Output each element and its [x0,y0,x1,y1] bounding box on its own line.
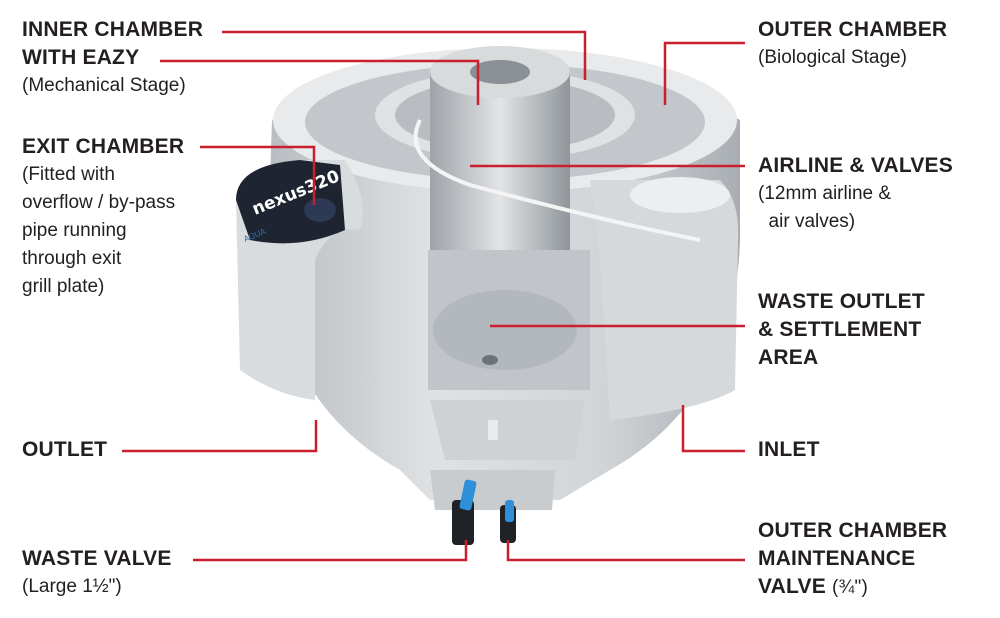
exit-chamber-sub: overflow / by-pass [22,192,176,213]
inner-chamber-title-1: INNER CHAMBER [22,18,204,41]
filter-body: nexus320 AQUA [236,46,740,545]
leader-inlet [681,405,745,453]
leader-outer-chamber [663,41,745,105]
leader-lines [122,30,745,562]
waste-valve[interactable] [452,479,477,545]
inner-chamber-sub: (Mechanical Stage) [22,75,186,96]
maintenance-valve-title-3: VALVE (¾") [758,573,947,602]
maintenance-valve-title: OUTER CHAMBER [758,519,948,542]
airline-title: AIRLINE & VALVES [758,154,953,177]
callout-waste-outlet: WASTE OUTLET & SETTLEMENT AREA [758,288,925,372]
maintenance-valve-title: MAINTENANCE [758,547,916,570]
leader-maintenance-valve [506,540,745,562]
exit-chamber-sub: pipe running [22,220,127,241]
callout-airline: AIRLINE & VALVES (12mm airline & air val… [758,152,953,236]
leader-eazy [160,59,480,105]
waste-outlet-title: AREA [758,346,819,369]
callout-outer-chamber: OUTER CHAMBER (Biological Stage) [758,16,947,72]
callout-inner-chamber: INNER CHAMBER WITH EAZY (Mechanical Stag… [22,16,203,100]
airline-sub: (12mm airline & [758,183,892,204]
inlet-title: INLET [758,438,820,461]
waste-valve-title: WASTE VALVE [22,547,172,570]
leader-waste-valve [193,540,468,562]
leader-outlet [122,420,318,453]
waste-outlet-title: & SETTLEMENT [758,318,922,341]
inner-chamber-title-2: WITH EAZY [22,46,140,69]
maintenance-valve[interactable] [500,500,516,543]
outlet-title: OUTLET [22,438,108,461]
outer-chamber-sub: (Biological Stage) [758,47,907,68]
callout-maintenance-valve: OUTER CHAMBER MAINTENANCE VALVE (¾") [758,517,947,602]
exit-chamber-sub: grill plate) [22,276,105,297]
exit-chamber-sub: (Fitted with [22,164,115,185]
airline-sub: air valves) [758,211,856,232]
leader-exit-chamber [200,145,316,205]
waste-valve-sub: (Large 1½") [22,576,122,597]
callout-inlet: INLET [758,436,820,464]
exit-chamber-title: EXIT CHAMBER [22,135,185,158]
exit-chamber-sub: through exit [22,248,122,269]
callout-waste-valve: WASTE VALVE (Large 1½") [22,545,172,601]
maintenance-valve-title: VALVE [758,575,826,598]
maintenance-valve-size: (¾") [831,577,868,598]
waste-outlet-title: WASTE OUTLET [758,290,925,313]
outer-chamber-title: OUTER CHAMBER [758,18,948,41]
callout-outlet: OUTLET [22,436,107,464]
leader-inner-chamber [222,30,587,80]
callout-exit-chamber: EXIT CHAMBER (Fitted with overflow / by-… [22,133,184,301]
